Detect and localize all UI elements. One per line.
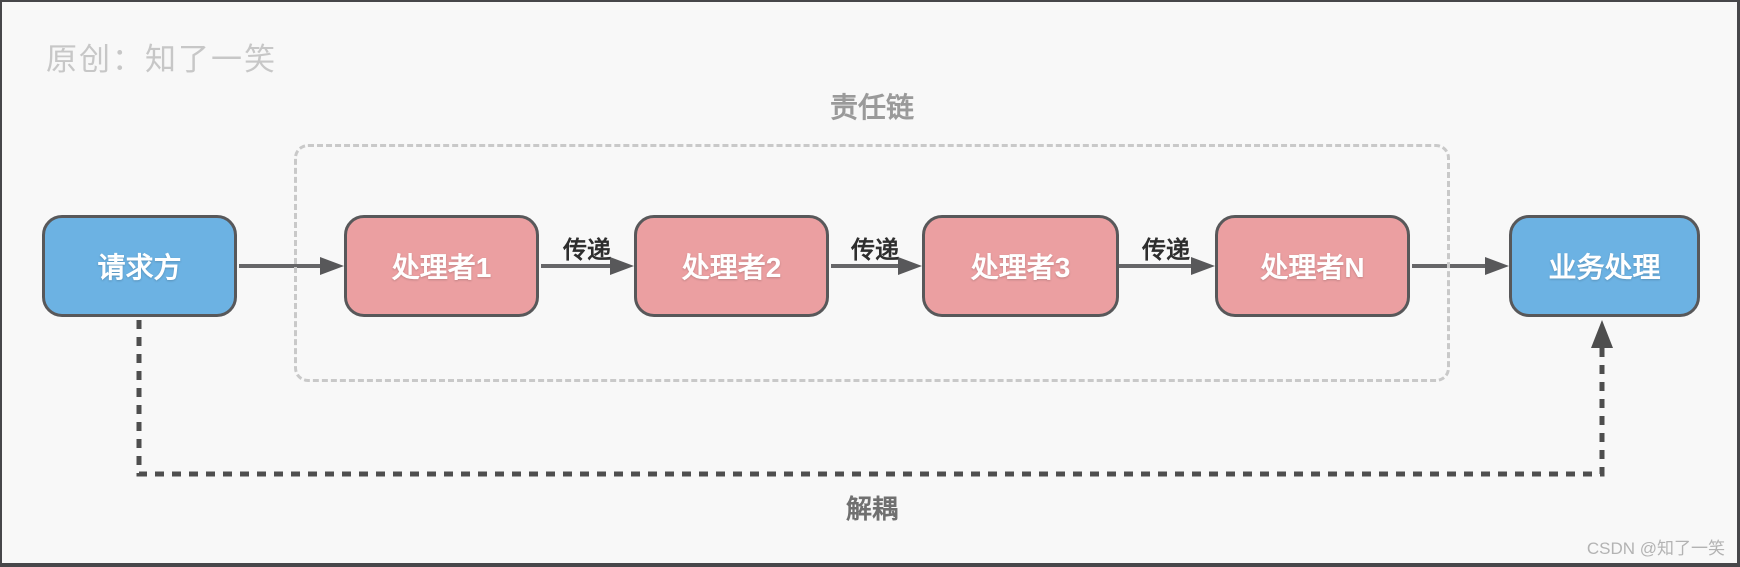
- pass-label-2: 传递: [851, 237, 899, 264]
- pass-label-3: 传递: [1142, 237, 1190, 264]
- node-handler-3: 处理者3: [922, 215, 1119, 317]
- node-handler-1: 处理者1: [344, 215, 539, 317]
- decouple-label: 解耦: [845, 494, 898, 524]
- node-handler-n: 处理者N: [1215, 215, 1410, 317]
- pass-label-1: 传递: [563, 237, 611, 264]
- node-handler-2: 处理者2: [634, 215, 829, 317]
- node-requester: 请求方: [42, 215, 237, 317]
- chain-title: 责任链: [829, 92, 914, 123]
- node-business: 业务处理: [1509, 215, 1700, 317]
- csdn-watermark: CSDN @知了一笑: [1586, 539, 1725, 558]
- chain-dashed-container: [294, 144, 1450, 382]
- author-watermark: 原创：知了一笑: [46, 42, 277, 77]
